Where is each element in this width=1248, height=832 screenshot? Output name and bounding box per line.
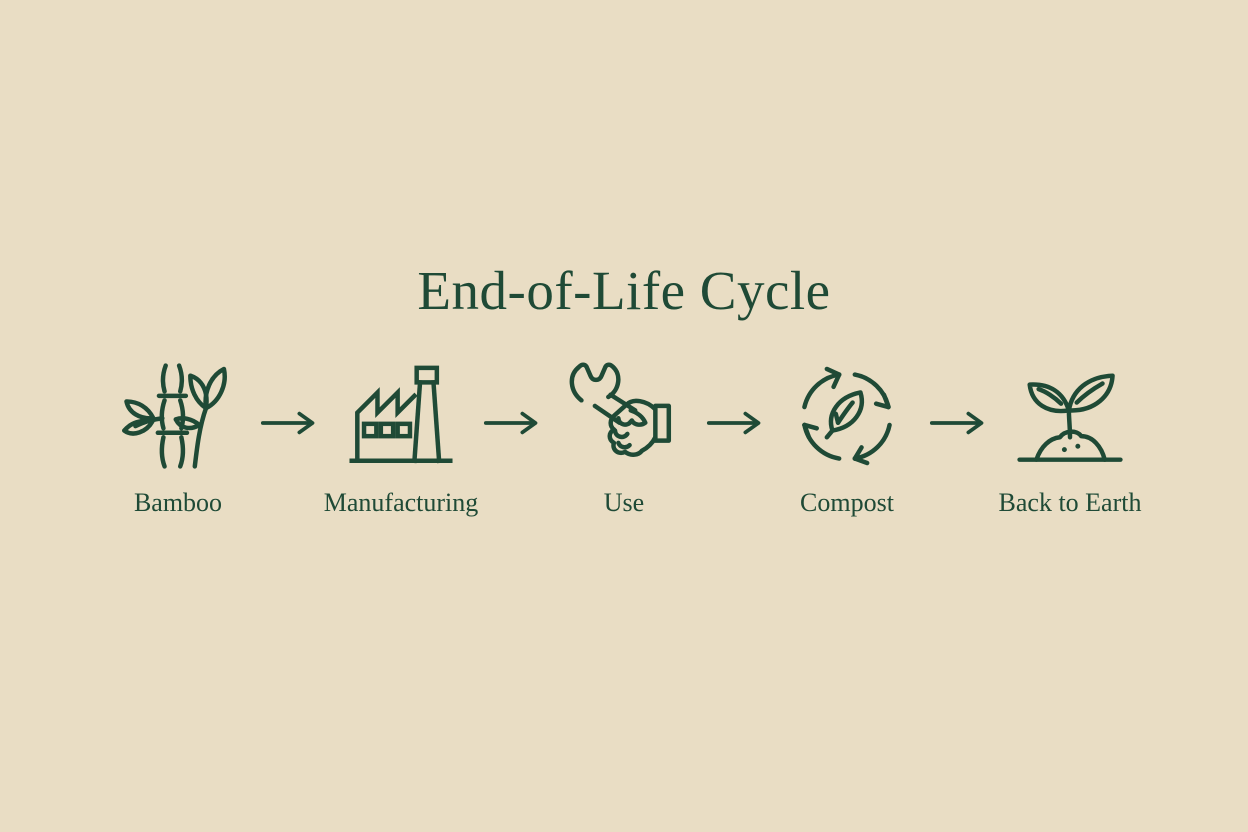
stage-compost: Compost (772, 360, 922, 518)
stage-bamboo: Bamboo (103, 360, 253, 518)
factory-icon (345, 360, 457, 472)
right-arrow-icon (253, 409, 326, 437)
compost-cycle-icon (791, 360, 903, 472)
stage-use: Use (549, 360, 699, 518)
bamboo-icon (122, 360, 234, 472)
stage-label-bamboo: Bamboo (133, 488, 223, 517)
process-flow: Bamboo (0, 360, 1248, 518)
stage-manufacturing: Manufacturing (323, 360, 479, 518)
stage-label-manufacturing: Manufacturing (323, 488, 479, 517)
stage-back-to-earth: Back to Earth (995, 360, 1145, 518)
right-arrow-icon (476, 409, 549, 437)
stage-label-use: Use (603, 488, 645, 517)
right-arrow-icon (699, 409, 772, 437)
right-arrow-icon (922, 409, 995, 437)
page-title: End-of-Life Cycle (417, 259, 831, 321)
stage-label-compost: Compost (800, 488, 894, 517)
seedling-icon (1014, 360, 1126, 472)
stage-label-back-to-earth: Back to Earth (998, 488, 1142, 517)
wrench-hand-icon (568, 360, 680, 472)
